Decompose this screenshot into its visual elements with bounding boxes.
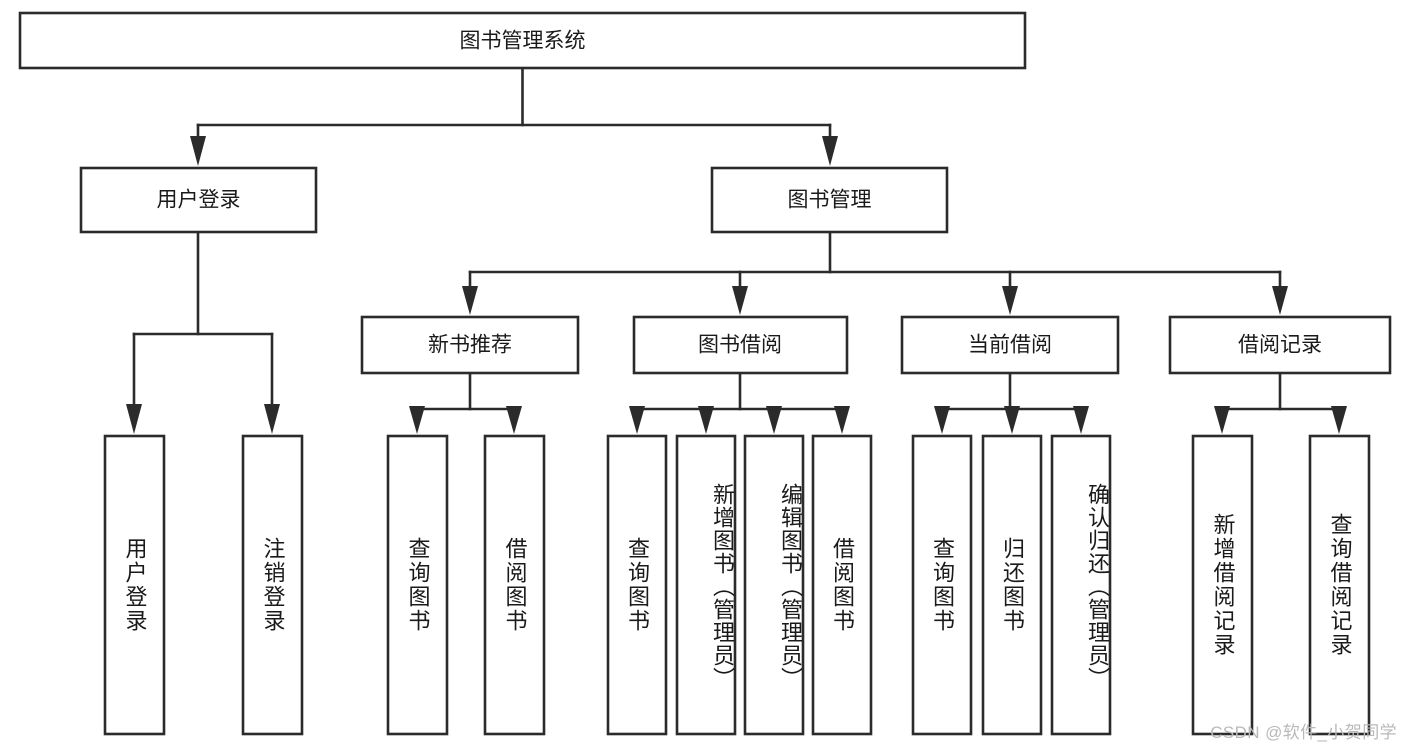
node-current-borrow-box[interactable] (900, 315, 1120, 375)
leaf-query-record[interactable] (1308, 434, 1371, 736)
leaf-add-book[interactable] (675, 434, 737, 736)
arrow-book-borrow-leaf-3 (766, 406, 782, 434)
arrow-current-borrow-leaf-3 (1073, 406, 1089, 434)
node-book-manage[interactable]: 图书管理 (710, 166, 949, 234)
arrow-current-borrow-leaf-1 (934, 406, 950, 434)
arrow-new-book-leaf-2 (506, 406, 522, 434)
leaf-return-book-label: 归还图书 (999, 537, 1025, 633)
leaf-borrow-book-2-label: 借阅图书 (829, 537, 855, 633)
node-user-login[interactable]: 用户登录 (79, 166, 318, 234)
arrow-root-to-book-manage (822, 136, 838, 166)
node-current-borrow[interactable]: 当前借阅 (900, 315, 1120, 375)
leaf-user-login-label: 用户登录 (122, 537, 148, 633)
edge-layer (126, 66, 1347, 434)
leaf-query-book-1-box[interactable] (386, 434, 449, 736)
arrow-user-login-leaf-1 (126, 404, 142, 434)
csdn-watermark: CSDN @软件_小贺同学 (1210, 723, 1397, 742)
leaf-confirm-return-box[interactable] (1050, 434, 1112, 736)
leaf-query-book-3-box[interactable] (911, 434, 973, 736)
leaf-user-logout-box[interactable] (241, 434, 304, 736)
leaf-query-book-1-label: 查询图书 (405, 537, 431, 633)
leaf-query-record-box[interactable] (1308, 434, 1371, 736)
leaf-query-book-2[interactable] (606, 434, 668, 736)
node-root-label: 图书管理系统 (460, 30, 586, 53)
node-root[interactable]: 图书管理系统 (18, 11, 1027, 70)
leaf-edit-book-label: 编辑图书（管理员） (778, 482, 803, 690)
leaf-user-login-box[interactable] (103, 434, 166, 736)
arrow-borrow-record-leaf-2 (1331, 406, 1347, 434)
node-new-book-recommend-label: 新书推荐 (428, 334, 512, 357)
node-book-manage-box[interactable] (710, 166, 949, 234)
leaf-return-book-box[interactable] (981, 434, 1043, 736)
leaf-user-logout[interactable] (241, 434, 304, 736)
arrow-borrow-record-leaf-1 (1214, 406, 1230, 434)
leaf-query-book-2-box[interactable] (606, 434, 668, 736)
leaf-borrow-book-1-box[interactable] (483, 434, 546, 736)
node-borrow-record[interactable]: 借阅记录 (1168, 315, 1392, 375)
leaf-confirm-return-label: 确认归还（管理员） (1085, 482, 1110, 690)
node-current-borrow-label: 当前借阅 (968, 334, 1052, 357)
leaf-add-record-box[interactable] (1191, 434, 1254, 736)
node-user-login-label: 用户登录 (157, 189, 241, 212)
arrow-book-manage-borrow-record (1272, 286, 1288, 315)
leaf-add-record[interactable] (1191, 434, 1254, 736)
leaf-borrow-book-2-box[interactable] (811, 434, 873, 736)
leaf-borrow-book-2[interactable] (811, 434, 873, 736)
leaf-add-book-box[interactable] (675, 434, 737, 736)
arrow-book-manage-book-borrow (732, 286, 748, 315)
arrow-user-login-leaf-2 (264, 404, 280, 434)
leaf-edit-book[interactable] (743, 434, 805, 736)
leaf-borrow-book-1-label: 借阅图书 (502, 537, 528, 633)
node-book-borrow-label: 图书借阅 (698, 334, 782, 357)
leaf-confirm-return[interactable] (1050, 434, 1112, 736)
arrow-book-borrow-leaf-4 (834, 406, 850, 434)
arrow-book-borrow-leaf-2 (698, 406, 714, 434)
node-user-login-box[interactable] (79, 166, 318, 234)
leaf-return-book[interactable] (981, 434, 1043, 736)
node-borrow-record-label: 借阅记录 (1238, 334, 1322, 357)
node-new-book-recommend-box[interactable] (360, 315, 580, 375)
arrow-new-book-leaf-1 (409, 406, 425, 434)
node-root-box[interactable] (18, 11, 1027, 70)
node-borrow-record-box[interactable] (1168, 315, 1392, 375)
arrow-book-manage-new-book (462, 286, 478, 315)
arrow-root-to-user-login (190, 136, 206, 166)
node-book-borrow-box[interactable] (632, 315, 849, 375)
node-new-book-recommend[interactable]: 新书推荐 (360, 315, 580, 375)
node-book-borrow[interactable]: 图书借阅 (632, 315, 849, 375)
leaf-add-book-label: 新增图书（管理员） (710, 482, 735, 690)
arrow-book-manage-current-borrow (1002, 286, 1018, 315)
leaf-borrow-book-1[interactable] (483, 434, 546, 736)
leaf-query-book-2-label: 查询图书 (624, 537, 650, 633)
leaf-query-book-1[interactable] (386, 434, 449, 736)
leaf-query-record-label: 查询借阅记录 (1327, 513, 1353, 657)
leaf-add-record-label: 新增借阅记录 (1210, 513, 1236, 657)
node-book-manage-label: 图书管理 (788, 189, 872, 212)
leaf-user-login[interactable] (103, 434, 166, 736)
leaf-query-book-3-label: 查询图书 (929, 537, 955, 633)
arrow-current-borrow-leaf-2 (1004, 406, 1020, 434)
leaf-user-logout-label: 注销登录 (260, 537, 286, 633)
arrow-book-borrow-leaf-1 (629, 406, 645, 434)
leaf-query-book-3[interactable] (911, 434, 973, 736)
leaf-edit-book-box[interactable] (743, 434, 805, 736)
